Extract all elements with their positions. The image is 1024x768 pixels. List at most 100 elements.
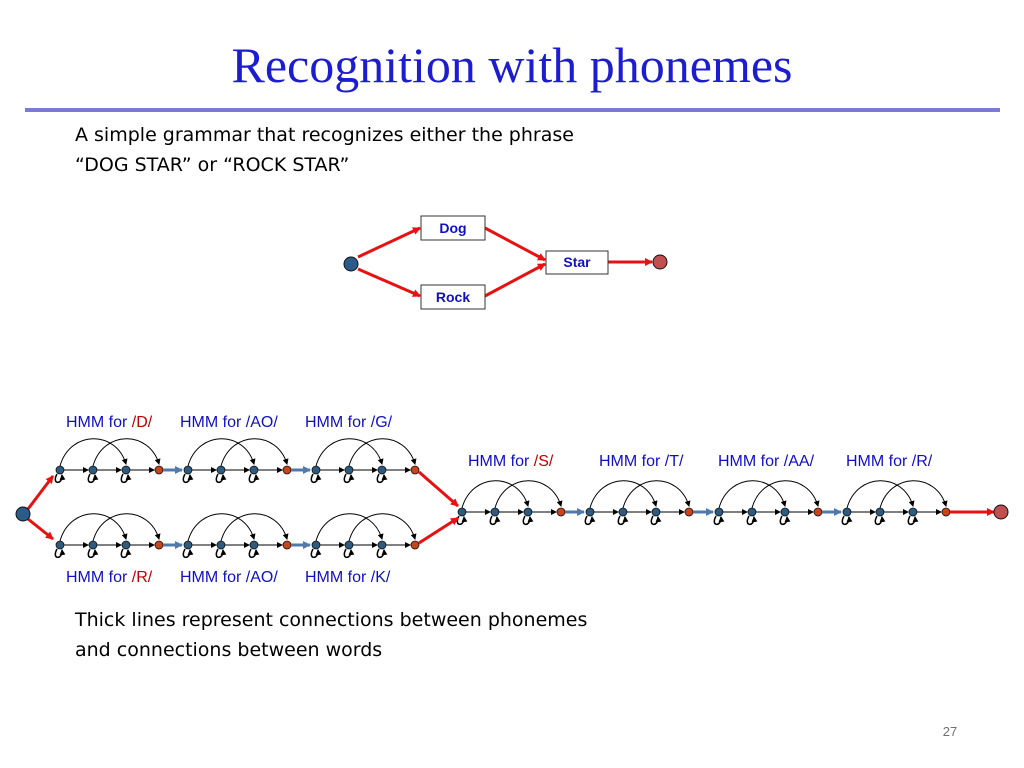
hmm-dog-0-state [88,465,98,475]
hmm-star-0-state [490,507,500,517]
word-graph: Dog Rock Star [343,215,668,310]
hmm-rock-1-self-loop [182,548,194,559]
hmm-star-0-self-loop [456,515,468,526]
hmm-star-0-state [457,507,467,517]
hmm-dog-1-self-loop [215,473,227,484]
hmm-dog-1-skip-arc [187,438,256,467]
hmm-dog-2-self-loop [343,473,355,484]
hmm-label-ao-bottom: HMM for /AO/ [180,569,278,586]
hmm-rock-1-state [183,540,193,550]
hmm-star-2-state [714,507,724,517]
hmm-star-3-state [875,507,885,517]
hmm-dog-2-skip-arc [348,438,417,467]
hmm-rock-1-state [216,540,226,550]
hmm-star-0-skip-arc [494,480,563,509]
hmm-label-ao-top: HMM for /AO/ [180,414,278,431]
hmm-star-0-state [523,507,533,517]
slide-title: Recognition with phonemes [231,37,793,93]
hmm-star-3-self-loop [874,515,886,526]
word-rock: Rock [436,289,470,305]
hmm-star-1-state [651,507,661,517]
hmm-rock-0-self-loop [54,548,66,559]
hmm-rock-2-state [377,540,387,550]
hmm-rock-1-self-loop [215,548,227,559]
grammar-start-node [343,256,359,272]
word-link-start-dog [26,475,55,510]
hmm-rock-0-self-loop [120,548,132,559]
hmm-star-1-state [618,507,628,517]
network-end-node [993,504,1009,520]
hmm-dog-0-exit-state [154,465,164,475]
hmm-star-0-exit-state [556,507,566,517]
hmm-label-k: HMM for /K/ [305,569,391,586]
hmm-label-s: HMM for /S/ [468,453,554,470]
hmm-star-0-skip-arc [461,480,530,509]
hmm-star-0-self-loop [489,515,501,526]
word-star: Star [563,254,591,270]
phoneme-hmm-network [15,438,1009,559]
hmm-rock-2-state [344,540,354,550]
hmm-rock-0-exit-state [154,540,164,550]
hmm-dog-2-skip-arc [315,438,384,467]
hmm-dog-2-state [377,465,387,475]
hmm-star-1-skip-arc [589,480,658,509]
hmm-label-aa: HMM for /AA/ [718,453,815,470]
hmm-dog-0-state [55,465,65,475]
word-link-dog-star [418,470,459,508]
edge-start-dog [357,226,421,259]
hmm-rock-2-self-loop [343,548,355,559]
hmm-dog-1-state [249,465,259,475]
hmm-rock-0-self-loop [87,548,99,559]
page-number: 27 [942,724,958,739]
hmm-star-2-self-loop [713,515,725,526]
intro-line: A simple grammar that recognizes either … [75,124,574,146]
hmm-rock-0-skip-arc [59,513,128,542]
hmm-dog-0-skip-arc [92,438,161,467]
word-link-rock-star [418,516,459,545]
hmm-dog-1-self-loop [248,473,260,484]
hmm-star-1-exit-state [684,507,694,517]
hmm-label-d: HMM for /D/ [66,414,153,431]
word-dog: Dog [439,220,466,236]
hmm-dog-1-state [183,465,193,475]
hmm-star-3-skip-arc [879,480,948,509]
hmm-rock-1-skip-arc [187,513,256,542]
edge-start-rock [357,267,421,298]
hmm-label-g: HMM for /G/ [305,414,393,431]
hmm-rock-1-self-loop [248,548,260,559]
hmm-label-t: HMM for /T/ [599,453,684,470]
caption-line: and connections between words [75,639,383,661]
hmm-star-1-skip-arc [622,480,691,509]
word-box-rock [420,284,486,310]
hmm-star-0-self-loop [522,515,534,526]
hmm-rock-2-self-loop [376,548,388,559]
hmm-dog-0-self-loop [120,473,132,484]
hmm-rock-0-state [55,540,65,550]
hmm-star-1-state [585,507,595,517]
hmm-dog-0-state [121,465,131,475]
hmm-rock-2-state [311,540,321,550]
hmm-star-2-skip-arc [751,480,820,509]
hmm-dog-2-state [344,465,354,475]
word-box-dog [420,215,486,241]
edge-rock-star [484,262,546,298]
intro-text: A simple grammar that recognizes either … [75,120,574,180]
hmm-star-1-self-loop [650,515,662,526]
hmm-label-r-star: HMM for /R/ [846,453,933,470]
hmm-star-2-self-loop [746,515,758,526]
grammar-end-node [652,254,668,270]
hmm-dog-0-self-loop [54,473,66,484]
hmm-star-3-skip-arc [846,480,915,509]
hmm-star-2-state [747,507,757,517]
word-box-star [545,250,609,275]
hmm-star-3-exit-state [941,507,951,517]
caption-text: Thick lines represent connections betwee… [75,605,587,665]
hmm-rock-1-skip-arc [220,513,289,542]
hmm-dog-2-self-loop [376,473,388,484]
hmm-star-3-self-loop [841,515,853,526]
hmm-rock-2-exit-state [410,540,420,550]
hmm-dog-1-exit-state [282,465,292,475]
hmm-dog-0-skip-arc [59,438,128,467]
intro-line: “DOG STAR” or “ROCK STAR” [75,154,350,176]
hmm-rock-0-skip-arc [92,513,161,542]
